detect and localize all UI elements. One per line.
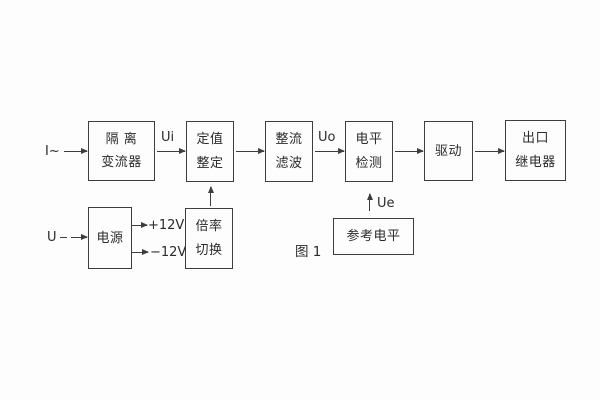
- power-rail-positive-label: +12V: [148, 218, 185, 233]
- arrow-ratio-to-setpoint: [207, 186, 214, 206]
- block-setpoint-adjust: 定值 整定: [186, 121, 234, 182]
- block-level-detect-line2: 检测: [355, 156, 383, 171]
- signal-ue-label: Ue: [377, 196, 395, 211]
- figure-caption: 图 1: [295, 244, 322, 260]
- arrow-power-positive-rail: [132, 221, 148, 228]
- block-output-relay: 出口 继电器: [505, 120, 566, 181]
- arrow-setpoint-to-rectify: [236, 147, 265, 154]
- arrow-input-voltage: [71, 233, 88, 240]
- input-voltage-label: U: [47, 230, 57, 245]
- signal-ui-label: Ui: [161, 130, 175, 145]
- block-setpoint-adjust-line2: 整定: [196, 156, 224, 171]
- block-setpoint-adjust-line1: 定值: [196, 132, 224, 147]
- block-output-relay-line2: 继电器: [515, 155, 556, 170]
- block-rectify-filter: 整流 滤波: [265, 121, 313, 182]
- block-level-detect: 电平 检测: [345, 121, 393, 182]
- block-level-detect-line1: 电平: [355, 132, 383, 147]
- block-power-supply-line1: 电源: [96, 230, 124, 246]
- arrow-power-negative-rail: [132, 248, 149, 255]
- block-rectify-filter-line1: 整流: [275, 132, 303, 147]
- arrow-drive-to-relay: [475, 147, 505, 154]
- block-ratio-switch: 倍率 切换: [185, 208, 233, 269]
- block-reference-level: 参考电平: [333, 218, 414, 255]
- block-isolation-transformer: 隔 离 变流器: [88, 121, 155, 181]
- block-isolation-transformer-line1: 隔 离: [105, 131, 138, 147]
- block-drive-line1: 驱动: [434, 143, 462, 159]
- input-current-label: I~: [45, 144, 60, 159]
- u-input-dash: [60, 237, 67, 238]
- block-power-supply: 电源: [88, 207, 132, 269]
- arrow-reference-to-level: [366, 193, 373, 211]
- arrow-input-current: [64, 147, 88, 154]
- block-rectify-filter-line2: 滤波: [275, 156, 303, 171]
- block-ratio-switch-line1: 倍率: [195, 219, 223, 234]
- block-isolation-transformer-line2: 变流器: [101, 155, 142, 171]
- block-reference-level-line1: 参考电平: [346, 229, 401, 244]
- arrow-level-to-drive: [395, 147, 424, 154]
- block-drive: 驱动: [424, 121, 473, 181]
- signal-uo-label: Uo: [318, 130, 336, 145]
- power-rail-negative-label: −12V: [150, 245, 187, 260]
- arrow-rectify-to-level: [315, 147, 345, 154]
- block-ratio-switch-line2: 切换: [195, 243, 223, 258]
- block-output-relay-line1: 出口: [521, 131, 549, 146]
- arrow-isolation-to-setpoint: [157, 147, 186, 154]
